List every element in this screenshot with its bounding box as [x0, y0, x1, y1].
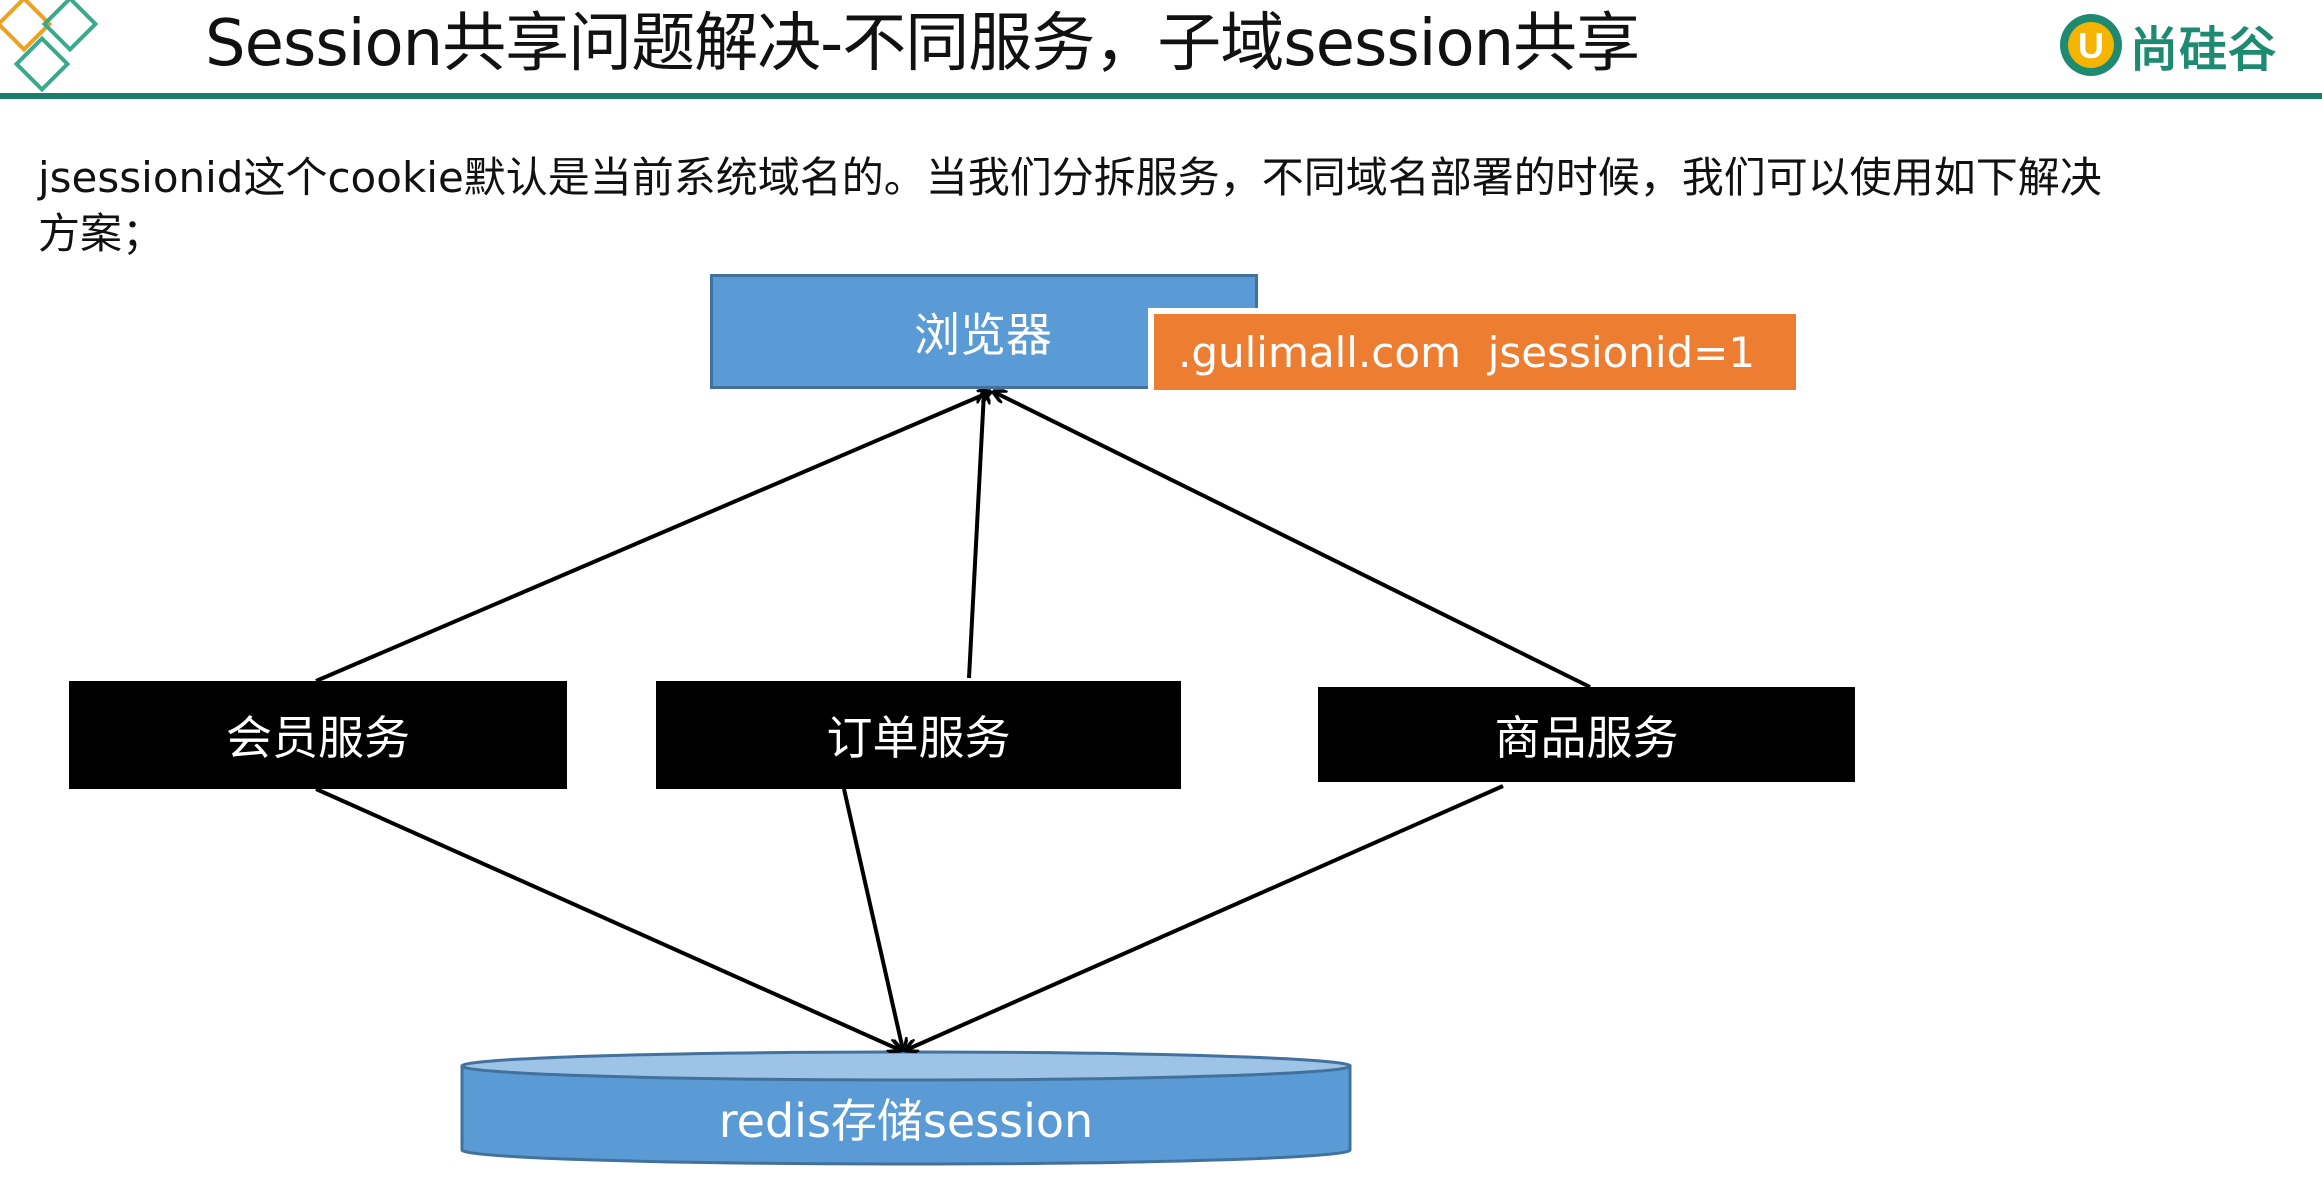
brand-name: 尚硅谷 — [2130, 22, 2278, 78]
member-service-label: 会员服务 — [226, 711, 410, 765]
arrow-member-to-browser — [315, 392, 990, 683]
brand-u-icon: U — [2060, 14, 2122, 76]
slide-title: Session共享问题解决-不同服务，子域session共享 — [205, 7, 1640, 81]
arrow-product-to-redis — [906, 784, 1504, 1050]
product-service-node: 商品服务 — [1318, 687, 1855, 782]
brand-logo: U 尚硅谷 — [2058, 10, 2277, 80]
order-service-node: 订单服务 — [656, 681, 1181, 789]
description-text: jsessionid这个cookie默认是当前系统域名的。当我们分拆服务，不同域… — [38, 153, 2102, 258]
cookie-domain-label: .gulimall.com jsessionid=1 — [1148, 308, 1796, 390]
browser-label: 浏览器 — [914, 307, 1052, 362]
redis-storage-label: redis存储session — [718, 1094, 1094, 1148]
arrow-order-to-browser — [967, 392, 984, 679]
product-service-label: 商品服务 — [1494, 710, 1679, 765]
svg-text:U: U — [2078, 25, 2104, 66]
arrow-order-to-redis — [842, 788, 903, 1050]
arrow-member-to-redis — [315, 787, 900, 1050]
member-service-node: 会员服务 — [69, 681, 567, 789]
order-service-label: 订单服务 — [826, 711, 1011, 765]
arrow-product-to-browser — [994, 392, 1591, 689]
logo-diamonds-icon — [0, 0, 99, 93]
header-divider — [0, 93, 2322, 99]
redis-cylinder — [460, 1050, 1352, 1166]
